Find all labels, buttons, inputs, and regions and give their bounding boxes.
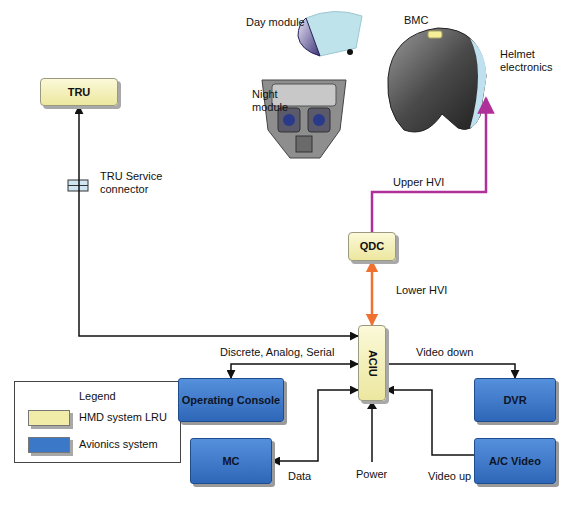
signal-connector bbox=[231, 364, 358, 378]
part-name: Helmet electronics bbox=[500, 48, 576, 74]
legend-text: Avionics system bbox=[79, 438, 158, 450]
upper-hvi-cable bbox=[372, 98, 486, 232]
node-label: MC bbox=[222, 455, 239, 468]
lru-box: QDC bbox=[348, 232, 396, 261]
avionics-box: A/C Video bbox=[474, 438, 556, 484]
connector-label: Lower HVI bbox=[394, 284, 449, 297]
part-name: BMC bbox=[404, 14, 444, 27]
avionics-box: Operating Console bbox=[178, 378, 284, 422]
avionics-box: MC bbox=[190, 438, 272, 484]
power-lead bbox=[371, 406, 373, 462]
connector-label: Video down bbox=[414, 346, 475, 359]
node-label: DVR bbox=[503, 394, 526, 407]
signal-name: Upper HVI bbox=[393, 176, 463, 189]
signal-name: Power bbox=[356, 468, 401, 481]
node-label: Operating Console bbox=[182, 394, 280, 407]
legend-swatch bbox=[28, 410, 70, 426]
part-name: Day module bbox=[246, 16, 306, 29]
lru-box: TRU bbox=[40, 78, 118, 106]
connector-label: Data bbox=[286, 470, 313, 483]
helmet bbox=[388, 28, 486, 132]
part-name: Night module bbox=[252, 88, 312, 114]
connector-label: Discrete, Analog, Serial bbox=[218, 346, 336, 359]
hvi-cable bbox=[371, 261, 374, 325]
legend-text: HMD system LRU bbox=[79, 411, 167, 423]
service-connector bbox=[68, 180, 88, 191]
day-module bbox=[298, 11, 362, 56]
node-label: TRU bbox=[68, 86, 91, 99]
lru-box: ACIU bbox=[358, 325, 386, 401]
part-name: TRU Service connector bbox=[100, 170, 210, 196]
legend-swatch bbox=[28, 437, 70, 453]
avionics-box: DVR bbox=[474, 378, 556, 422]
signal-connector bbox=[386, 364, 515, 378]
signal-connector bbox=[272, 390, 358, 461]
signal-connector bbox=[386, 390, 474, 455]
node-label: A/C Video bbox=[489, 455, 541, 468]
signal-connector bbox=[79, 106, 358, 336]
legend-box: LegendHMD system LRU Avionics system bbox=[14, 381, 181, 463]
power-arrowhead bbox=[367, 401, 377, 409]
node-label: QDC bbox=[360, 240, 384, 253]
connector-label: Video up bbox=[426, 470, 473, 483]
legend-title: Legend bbox=[79, 390, 116, 402]
node-label: ACIU bbox=[366, 350, 379, 377]
